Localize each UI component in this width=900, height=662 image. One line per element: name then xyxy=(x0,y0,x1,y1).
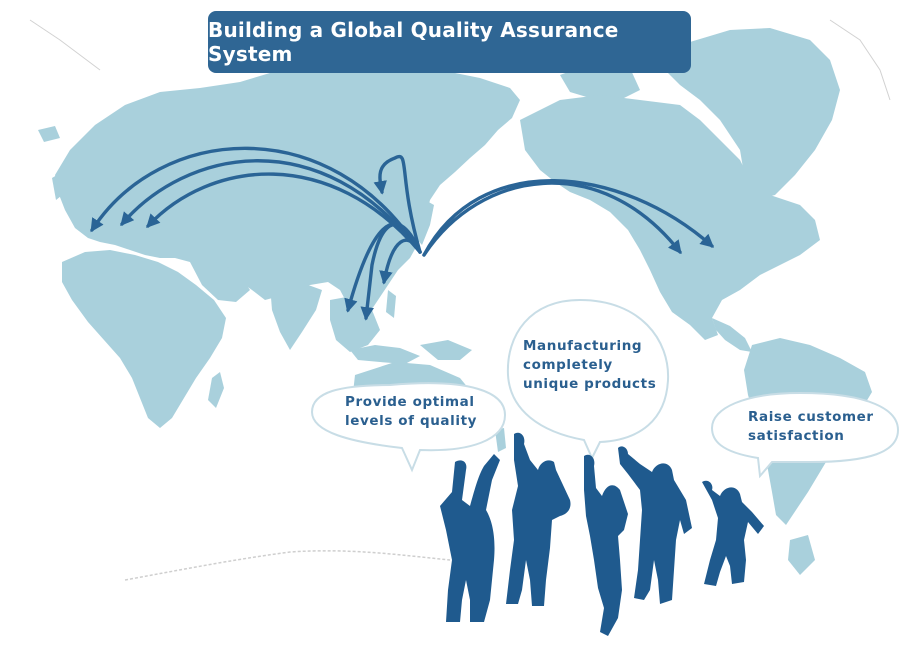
new-zealand-land xyxy=(495,428,506,452)
person-silhouette-5 xyxy=(702,480,764,586)
india-land xyxy=(270,282,322,350)
arrow-to-southeast-asia xyxy=(344,222,422,313)
arctic-coast-outline xyxy=(29,19,891,101)
bubble-center-line-3: unique products xyxy=(523,376,657,392)
new-guinea-land xyxy=(420,340,472,360)
person-silhouette-2 xyxy=(506,432,571,606)
arrow-to-central-europe xyxy=(120,159,422,254)
bubble-text-right: Raise customer satisfaction xyxy=(748,408,874,446)
people-silhouettes xyxy=(440,432,764,636)
indonesia-land xyxy=(350,345,420,364)
japan-land xyxy=(416,200,434,245)
speech-bubble-right xyxy=(710,391,900,479)
bubble-text-left: Provide optimal levels of quality xyxy=(345,393,477,431)
person-silhouette-4 xyxy=(618,446,692,604)
eurasia-land xyxy=(55,60,520,322)
title-banner: Building a Global Quality Assurance Syst… xyxy=(208,11,691,73)
madagascar-land xyxy=(208,372,224,408)
arrow-to-us-east xyxy=(422,179,715,257)
speech-bubble-left xyxy=(310,382,507,473)
page-title: Building a Global Quality Assurance Syst… xyxy=(208,18,619,66)
arrow-to-north-china xyxy=(373,155,422,254)
bubble-left-line-1: Provide optimal xyxy=(345,394,475,410)
person-silhouette-3 xyxy=(584,454,628,636)
arrow-to-eastern-europe xyxy=(146,172,422,254)
greenland-land xyxy=(655,28,840,200)
uk-land xyxy=(52,172,66,200)
arrow-to-us-west xyxy=(422,181,682,257)
bubble-text-center: Manufacturing completely unique products xyxy=(523,337,656,394)
person-silhouette-1 xyxy=(440,454,500,622)
philippines-land xyxy=(386,290,396,318)
speech-bubble-center xyxy=(506,298,670,461)
arabia-land xyxy=(190,262,250,302)
iceland-land xyxy=(38,126,60,142)
arrow-to-asia-mid xyxy=(379,238,422,285)
bubble-center-line-1: Manufacturing xyxy=(523,338,643,354)
bubble-right-line-2: satisfaction xyxy=(748,428,845,444)
antarctica-outline xyxy=(124,550,451,581)
bubble-center-line-2: completely xyxy=(523,357,613,373)
central-america-land xyxy=(712,318,752,352)
north-america-land xyxy=(520,95,820,340)
bubble-right-line-1: Raise customer xyxy=(748,409,874,425)
arrow-to-western-europe xyxy=(90,146,422,254)
falklands-land xyxy=(788,535,815,575)
africa-land xyxy=(62,250,226,428)
bubble-left-line-2: levels of quality xyxy=(345,413,478,429)
